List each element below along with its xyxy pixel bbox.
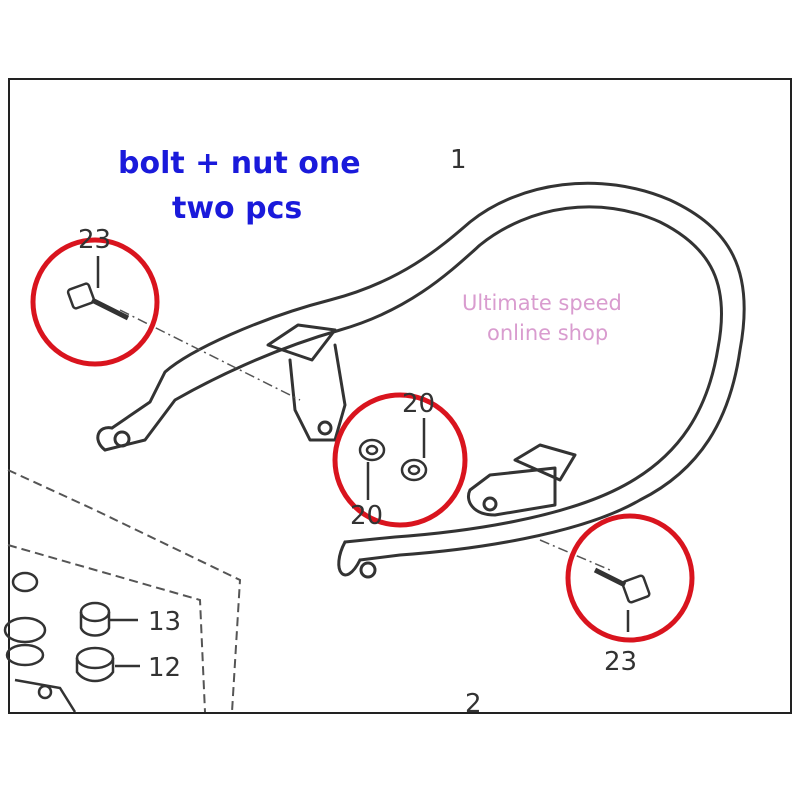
- nuts: [358, 418, 428, 500]
- alignment-lines: [119, 309, 611, 571]
- watermark-line-1: Ultimate speed: [462, 291, 622, 315]
- part-number-nut-top: 20: [402, 389, 435, 419]
- part-number-nut-bottom: 20: [350, 501, 383, 531]
- part-number-frame: 1: [450, 145, 467, 175]
- highlight-circle-nuts: [332, 392, 468, 528]
- bolt-right: [593, 567, 651, 632]
- annotation-line-2: two pcs: [172, 191, 303, 226]
- highlight-circle-bolt-left: [30, 237, 160, 367]
- watermark-line-2: online shop: [487, 321, 609, 345]
- part-number-rubber: 12: [148, 653, 181, 683]
- annotation-line-1: bolt + nut one: [118, 146, 361, 181]
- part-number-bracket: 2: [465, 689, 482, 719]
- part-number-collar: 13: [148, 607, 181, 637]
- highlight-circle-bolt-right: [565, 513, 695, 643]
- highlight-circles: [30, 237, 695, 643]
- grab-rail: [96, 181, 746, 579]
- body-panel-outline: [7, 469, 242, 713]
- small-parts: [3, 571, 140, 713]
- bolt-left: [66, 256, 130, 321]
- part-number-bolt-left: 23: [78, 225, 111, 255]
- part-number-bolt-right: 23: [604, 647, 637, 677]
